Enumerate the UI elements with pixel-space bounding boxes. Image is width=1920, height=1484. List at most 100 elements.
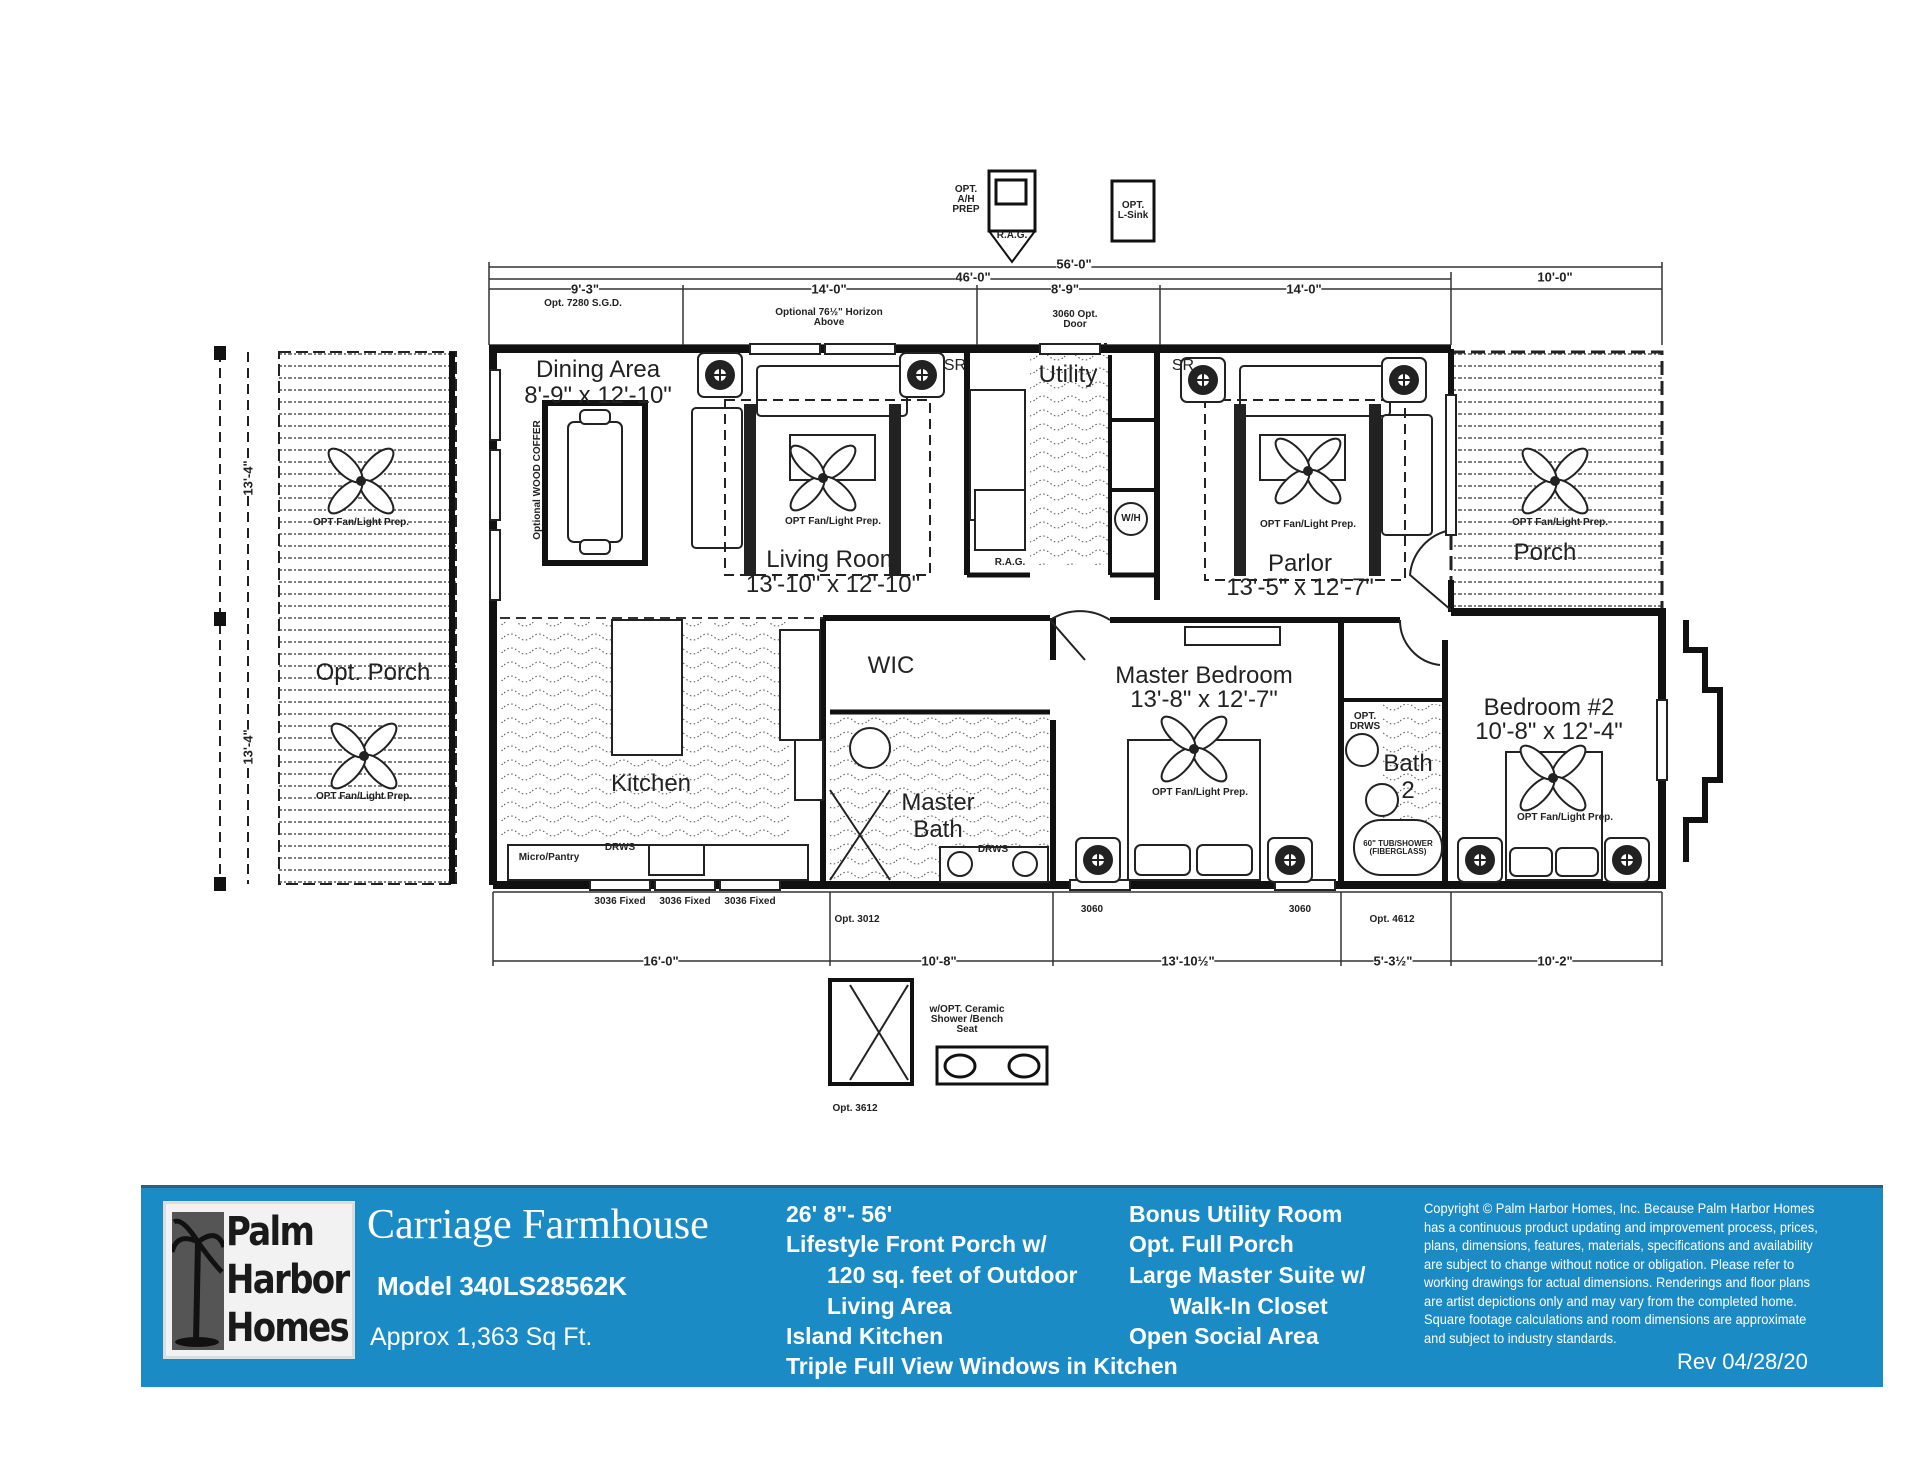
dim-bottom-3: 13'-10½" [1161,953,1215,969]
water-heater [1114,502,1148,536]
room-label-kitchen: Kitchen [610,770,692,797]
sofa [1239,365,1391,417]
window-3060: 3060 [1080,904,1104,915]
feature-item: Living Area [827,1293,952,1319]
optional-bay [1683,620,1723,862]
sgd-note: Opt. 7280 S.G.D. [544,298,622,309]
room-label-bath2-num: 2 [1401,777,1415,804]
feature-item: 26' 8"- 56' [786,1201,893,1227]
dim-bottom-2: 10'-8" [921,953,957,969]
info-banner: Palm Harbor Homes Carriage Farmhouse Mod… [141,1185,1883,1387]
room-label-master-bath: Master [901,789,975,816]
fan-note: OPT Fan/Light Prep. [1259,519,1357,530]
dim-bottom-1: 16'-0" [643,953,679,969]
dim-overall: 56'-0" [1056,256,1092,272]
coffer-note: Optional WOOD COFFER [532,420,543,540]
opt-door-note: 3060 Opt. Door [1052,309,1098,330]
dim-bottom-5: 10'-2" [1537,953,1573,969]
room-size-bedroom2: 10'-8" x 12'-4" [1475,718,1623,745]
fan-note: OPT Fan/Light Prep. [784,516,882,527]
logo-word: Homes [226,1305,350,1351]
room-label-opt-porch: Opt. Porch [315,659,431,686]
feature-item: Large Master Suite w/ [1129,1262,1366,1288]
ah-prep-note: OPT. A/H PREP [952,184,980,215]
top-dimension-lines [488,262,1663,346]
room-label-bath2: Bath [1383,750,1433,777]
dim-top-1: 9'-3" [570,281,600,297]
drws-note: DRWS [604,842,636,853]
shower-inset [828,978,914,1086]
room-label-bedroom2: Bedroom #2 [1483,694,1615,721]
rag-note: R.A.G. [994,557,1026,568]
square-footage: Approx 1,363 Sq Ft. [370,1323,593,1351]
fan-note: OPT Fan/Light Prep. [312,517,410,528]
feature-item: Triple Full View Windows in Kitchen [786,1353,1178,1379]
sofa [1381,414,1433,536]
room-label-master-bedroom: Master Bedroom [1115,662,1293,689]
feature-item: Walk-In Closet [1170,1293,1328,1319]
palm-harbor-logo: Palm Harbor Homes [163,1201,355,1359]
bottom-dimension-lines [492,891,1663,966]
feature-item: Bonus Utility Room [1129,1201,1343,1227]
horizon-note: Optional 76½" Horizon Above [775,307,883,328]
dim-top-2: 14'-0" [811,281,847,297]
feature-item: Lifestyle Front Porch w/ [786,1231,1047,1257]
utility-floor [1030,355,1110,565]
feature-item: Island Kitchen [786,1323,944,1349]
water-heater-note: W/H [1121,513,1141,524]
fixed-window-note: 3036 Fixed [724,896,776,907]
opt-3612-note: Opt. 3612 [832,1103,878,1114]
room-label-parlor: Parlor [1267,550,1333,577]
rag-note: R.A.G. [996,230,1028,241]
feature-item: Open Social Area [1129,1323,1319,1349]
dim-top-4: 14'-0" [1286,281,1322,297]
logo-word: Harbor [226,1257,350,1303]
sofa [691,407,743,549]
palm-tree-icon [172,1212,224,1350]
l-sink-inset [1110,179,1156,243]
room-size-parlor: 13'-5" x 12'-7" [1226,574,1374,601]
room-label-master-bath-2: Bath [913,816,963,843]
micro-pantry-note: Micro/Pantry [518,852,580,863]
room-label-living: Living Room [766,546,900,573]
fan-note: OPT Fan/Light Prep. [1511,517,1609,528]
feature-item: Opt. Full Porch [1129,1231,1294,1257]
double-sink-inset [935,1045,1049,1086]
room-size-dining: 8'-9" x 12'-10" [524,382,672,409]
plan-title: Carriage Farmhouse [367,1202,709,1248]
room-size-master-bedroom: 13'-8" x 12'-7" [1130,686,1278,713]
dim-side-1: 13'-4" [240,460,256,496]
opt-porch-deck [278,351,457,885]
model-number: Model 340LS28562K [377,1271,628,1301]
room-label-dining: Dining Area [535,356,661,383]
kitchen-island [611,619,683,756]
sr-note: SR [943,357,967,374]
fixed-window-note: 3036 Fixed [659,896,711,907]
room-label-utility: Utility [1038,361,1098,388]
fan-note: OPT Fan/Light Prep. [1151,787,1249,798]
dim-top-3: 8'-9" [1050,281,1080,297]
window-3060: 3060 [1288,904,1312,915]
dining-table [542,400,648,566]
opt-drws-note: OPT. DRWS [1349,711,1381,732]
dim-bottom-4: 5'-3½" [1373,953,1413,969]
opt-4612-note: Opt. 4612 [1369,914,1415,925]
fan-note: OPT Fan/Light Prep. [1516,812,1614,823]
dim-house: 46'-0" [955,269,991,285]
dim-top-5: 10'-0" [1537,269,1573,285]
revision-date: Rev 04/28/20 [1677,1349,1808,1374]
drws-note: DRWS [977,844,1009,855]
opt-3012-note: Opt. 3012 [834,914,880,925]
room-label-porch: Porch [1513,539,1577,566]
sofa [756,365,908,417]
floor-plan-drawing [214,169,1723,1086]
fixed-window-note: 3036 Fixed [594,896,646,907]
fan-note: OPT Fan/Light Prep. [315,791,413,802]
tub-note: 60" TUB/SHOWER (FIBERGLASS) [1363,839,1433,856]
room-size-living: 13'-10" x 12'-10" [745,571,921,598]
logo-word: Palm [226,1209,315,1255]
room-label-wic: WIC [867,652,915,679]
l-sink-note: OPT. L-Sink [1117,200,1149,221]
feature-item: 120 sq. feet of Outdoor [827,1262,1078,1288]
